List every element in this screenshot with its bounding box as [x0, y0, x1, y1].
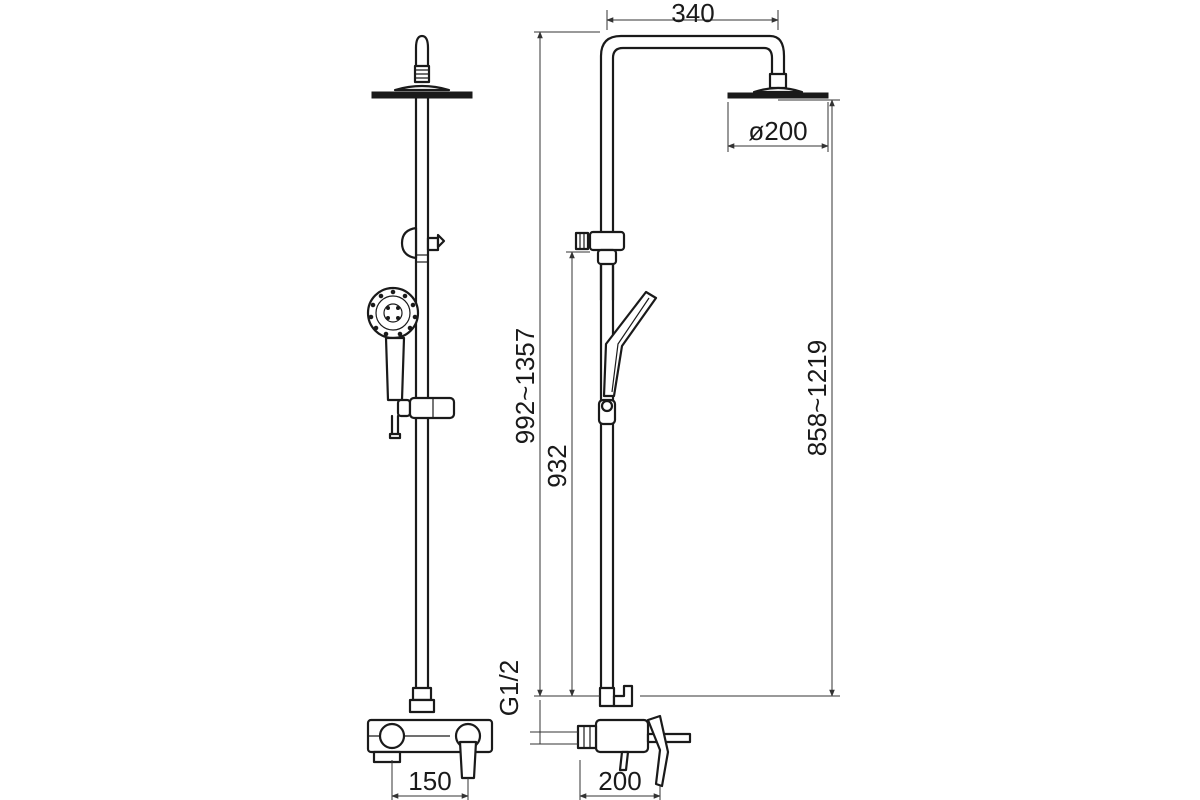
label-992-1357: 992~1357 — [510, 328, 540, 444]
label-858-1219: 858~1219 — [802, 340, 832, 456]
riser-pipe-side — [599, 248, 615, 692]
dim-992-1357: 992~1357 — [510, 31, 600, 697]
front-view: 150 — [366, 34, 494, 800]
label-inlet: G1/2 — [494, 660, 524, 716]
hand-shower-side — [602, 290, 658, 398]
label-932: 932 — [542, 444, 572, 487]
dim-932: 932 — [542, 251, 590, 697]
dim-head-diameter: ø200 — [727, 102, 829, 152]
rain-head-front — [371, 84, 473, 99]
lower-nut-front — [408, 686, 436, 714]
mixer-side — [576, 714, 692, 788]
dim-858-1219: 858~1219 — [640, 99, 840, 697]
slide-bracket-side — [597, 398, 617, 426]
diverter-side — [598, 684, 634, 708]
height-clamp-side — [574, 230, 626, 266]
hand-shower-front — [366, 286, 420, 402]
height-clamp-front — [400, 226, 446, 260]
riser-pipe-front — [414, 96, 430, 692]
dim-340: 340 — [606, 0, 779, 30]
label-340: 340 — [671, 0, 714, 28]
dim-150: 150 — [391, 760, 469, 800]
side-view: 200 340 ø200 858~1219 992~1357 — [494, 0, 840, 800]
gooseneck-arm — [599, 34, 788, 302]
mixer-front — [366, 718, 494, 780]
label-150: 150 — [408, 766, 451, 796]
dim-inlet: G1/2 — [494, 660, 578, 745]
rain-head-side — [727, 86, 829, 99]
dim-200: 200 — [579, 760, 661, 800]
slide-bracket-front — [388, 396, 456, 440]
label-head-diameter: ø200 — [748, 116, 807, 146]
label-200: 200 — [598, 766, 641, 796]
